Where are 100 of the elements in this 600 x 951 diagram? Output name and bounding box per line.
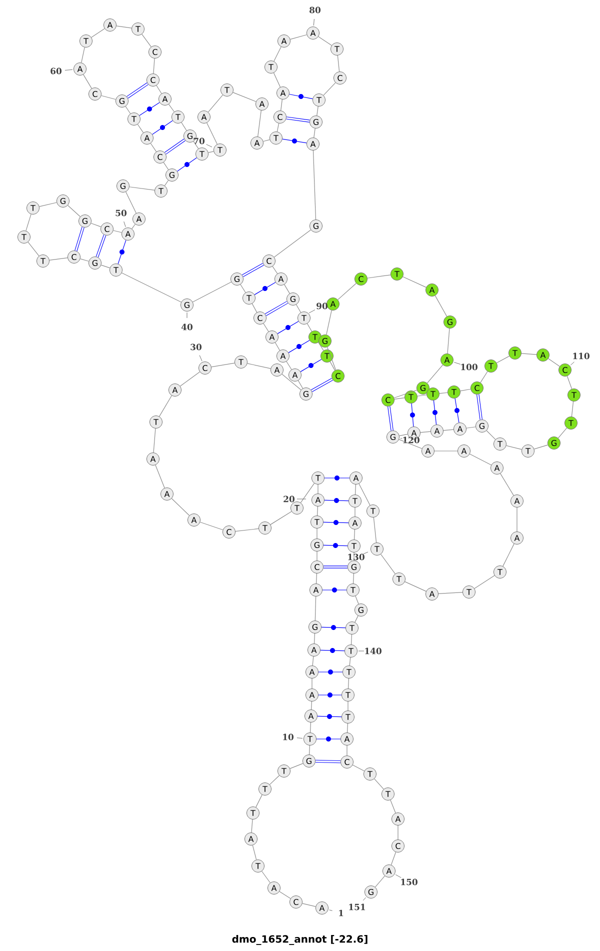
base-pair-line — [315, 760, 341, 764]
backbone-line — [474, 575, 495, 589]
backbone-line — [312, 656, 314, 666]
backbone-line — [358, 483, 370, 506]
backbone-line — [137, 124, 144, 133]
base-pair-line — [126, 82, 148, 98]
backbone-line — [338, 283, 356, 300]
base-pair-line — [289, 94, 313, 100]
backbone-line — [155, 464, 165, 488]
base-pair-line — [323, 520, 349, 525]
base-pair-line — [324, 498, 349, 503]
backbone-line — [156, 85, 162, 94]
backbone-line — [480, 371, 488, 383]
backbone-line — [252, 303, 258, 313]
backbone-line — [316, 528, 318, 539]
position-number: 90 — [308, 302, 328, 314]
backbone-line — [354, 616, 358, 622]
backbone-line — [91, 28, 105, 38]
backbone-line — [420, 431, 431, 433]
backbone-line — [352, 573, 354, 584]
backbone-line — [192, 282, 232, 302]
backbone-line — [571, 401, 574, 417]
backbone-line — [100, 264, 110, 268]
base-pair-line — [476, 394, 482, 420]
backbone-line — [486, 430, 496, 440]
backbone-line — [252, 845, 257, 860]
backbone-line — [193, 141, 199, 149]
backbone-line — [374, 778, 384, 790]
backbone-line — [279, 891, 291, 899]
title: dmo_1652_annot [-22.6] — [232, 935, 368, 945]
position-number: 120 — [400, 436, 420, 444]
base-pair-line — [321, 625, 346, 630]
backbone-line — [80, 258, 90, 262]
backbone-line — [200, 522, 224, 530]
backbone-line — [126, 192, 136, 214]
backbone-line — [500, 473, 514, 496]
backbone-line — [276, 123, 280, 132]
base-pair-line — [152, 120, 173, 135]
backbone-line — [290, 763, 304, 769]
backbone-line — [317, 506, 318, 516]
backbone-line — [251, 819, 253, 833]
backbone-line — [534, 444, 548, 450]
backbone-line — [312, 150, 316, 220]
backbone-line — [380, 554, 396, 574]
backbone-line — [314, 596, 316, 621]
position-number: 10 — [283, 734, 303, 740]
base-pair-line — [254, 282, 276, 295]
backbone-line — [337, 55, 340, 72]
position-number: 50 — [116, 210, 127, 228]
backbone-line — [262, 870, 270, 884]
backbone-line — [49, 258, 68, 260]
base-pair-line — [74, 226, 84, 252]
base-pair-line — [118, 240, 126, 264]
backbone-line — [316, 551, 318, 561]
backbone-line — [282, 374, 302, 390]
backbone-line — [506, 445, 522, 450]
backbone-line — [548, 358, 560, 367]
backbone-line — [125, 106, 131, 114]
backbone-line — [159, 395, 172, 417]
backbone-line — [28, 242, 40, 256]
position-number: 20 — [284, 496, 306, 502]
backbone-line — [373, 517, 377, 543]
backbone-line — [306, 323, 312, 332]
backbone-line — [390, 852, 396, 866]
backbone-line — [296, 304, 302, 313]
base-pair-line — [316, 736, 341, 742]
backbone-line — [311, 701, 312, 710]
backbone-line — [438, 592, 463, 594]
backbone-line — [284, 284, 290, 294]
backbone-line — [355, 596, 359, 604]
backbone-line — [316, 573, 318, 584]
backbone-line — [390, 800, 396, 814]
backbone-line — [150, 143, 157, 152]
backbone-line — [404, 581, 426, 592]
backbone-line — [129, 186, 155, 190]
backbone-line — [256, 794, 262, 808]
position-number: 140 — [358, 648, 382, 654]
position-number: 30 — [190, 344, 202, 362]
base-pair-line — [177, 157, 197, 172]
backbone-line — [516, 507, 518, 532]
base-pair-line — [324, 566, 348, 568]
backbone-line — [434, 295, 448, 317]
backbone-line — [394, 398, 405, 400]
backbone-line — [101, 95, 116, 100]
backbone-line — [235, 528, 259, 532]
position-number: 40 — [181, 312, 193, 330]
backbone-line — [83, 74, 92, 89]
backbone-line — [434, 450, 458, 452]
base-pair-line — [317, 714, 342, 719]
backbone-line — [286, 361, 292, 370]
backbone-line — [558, 428, 568, 438]
backbone-line — [398, 439, 422, 449]
backbone-line — [426, 364, 444, 384]
backbone-line — [521, 353, 537, 355]
backbone-line — [208, 94, 224, 112]
backbone-line — [298, 380, 304, 389]
base-pair-line — [311, 378, 333, 392]
backbone-line — [417, 394, 427, 396]
backbone-line — [318, 36, 332, 46]
base-pair-line — [322, 588, 347, 592]
